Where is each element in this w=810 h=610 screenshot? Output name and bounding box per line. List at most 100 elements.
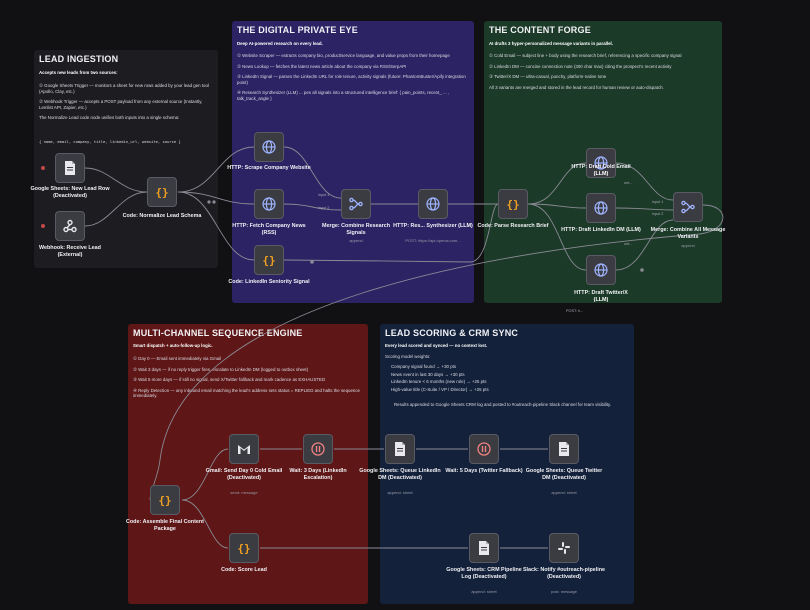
panel-list: ① Website Scraper — extracts company bio…	[237, 53, 469, 107]
list-item: ④ Research Synthesizer (LLM) ... pes all…	[237, 90, 450, 101]
sheet-icon[interactable]	[469, 533, 499, 563]
wire-label: input 1	[318, 193, 330, 197]
list-item: ③ Twitter/X DM — ultra-casual, punchy, p…	[489, 74, 607, 80]
panel-note: The Normalize Lead code node unifies bot…	[39, 115, 180, 121]
llm-tag: (LLM)	[593, 170, 609, 177]
pause-icon[interactable]	[303, 434, 333, 464]
node-label: HTTP: Draft Cold Email(LLM)	[559, 164, 643, 177]
node-label-text: HTTP: Draft LinkedIn DM	[561, 227, 625, 233]
node-subtitle: post: message	[550, 589, 577, 594]
globe-icon[interactable]	[586, 193, 616, 223]
list-item: Company signal found → +30 pts	[391, 364, 457, 369]
wire-label: input 2	[652, 212, 664, 216]
node-label: Slack: Notify #outreach-pipeline (Deacti…	[522, 567, 606, 580]
panel-intro: AI drafts 3 hyper-personalized message v…	[489, 41, 613, 46]
panel-list: ① Cold Email — subject line + body using…	[489, 53, 717, 95]
braces-icon[interactable]: {}	[498, 189, 528, 219]
node-subtitle: send: message	[230, 490, 258, 495]
list-item: ① Cold Email — subject line + body using…	[489, 53, 682, 58]
list-item: ② Wait 3 days — if no reply trigger fire…	[133, 366, 309, 372]
panel-intro: Deep AI-powered research on every lead.	[237, 41, 323, 46]
webhook-icon[interactable]	[55, 211, 85, 241]
globe-icon[interactable]	[254, 189, 284, 219]
node-label: Code: LinkedIn Seniority Signal	[228, 279, 310, 285]
panel-list: ① Day 0 — Email sent immediately via Gma…	[133, 356, 363, 404]
node-subtitle: ont...	[624, 242, 633, 246]
node-label: Code: Assemble Final Content Package	[126, 519, 204, 532]
node-subtitle: append: sheet	[387, 490, 413, 495]
node-label: Code: Score Lead	[221, 567, 267, 573]
list-item: ① Website Scraper — extracts company bio…	[237, 53, 450, 58]
panel-note: Results appended to Google Sheets CRM lo…	[394, 402, 612, 407]
sheet-icon[interactable]	[549, 434, 579, 464]
globe-icon[interactable]	[254, 132, 284, 162]
node-label: Wait: 3 Days (LinkedIn Escalation)	[289, 468, 347, 481]
sheet-icon[interactable]	[55, 153, 85, 183]
node-subtitle: POST: https://api.openai.com...	[405, 238, 461, 243]
node-label: Wait: 5 Days (Twitter Fallback)	[445, 468, 523, 474]
node-label-text: HTTP: Res... Synthesizer	[393, 223, 457, 229]
node-label: Merge: Combine Research Signals	[321, 223, 390, 236]
node-label: HTTP: Draft LinkedIn DM (LLM)	[559, 227, 643, 234]
node-label: Code: Parse Research Brief	[477, 223, 549, 229]
llm-tag: (LLM)	[593, 296, 609, 303]
node-label: HTTP: Res... Synthesizer (LLM)	[391, 223, 475, 230]
wire-label: input 1	[652, 200, 664, 204]
weights-list: Company signal found → +30 pts News even…	[391, 364, 629, 394]
braces-icon[interactable]: {}	[229, 533, 259, 563]
panel-title: THE DIGITAL PRIVATE EYE	[237, 25, 358, 35]
pause-icon[interactable]	[469, 434, 499, 464]
list-item: ① Day 0 — Email sent immediately via Gma…	[133, 356, 222, 361]
list-item: High-value title (C-Suite / VP / Directo…	[391, 386, 489, 392]
panel-title: LEAD SCORING & CRM SYNC	[385, 328, 519, 338]
gmail-icon[interactable]	[229, 434, 259, 464]
node-label: HTTP: Draft Twitter/X(LLM)	[559, 290, 643, 303]
slack-icon[interactable]	[549, 533, 579, 563]
svg-text:{}: {}	[262, 254, 275, 267]
node-label: HTTP: Scrape Company Website	[227, 165, 311, 171]
node-label: Google Sheets: Queue LinkedIn DM (Deacti…	[359, 468, 441, 481]
merge-icon[interactable]	[341, 189, 371, 219]
schema-text: { name, email, company, title, linkedin_…	[39, 139, 181, 144]
node-label: Google Sheets: Queue Twitter DM (Deactiv…	[525, 468, 603, 481]
node-label: HTTP: Fetch Company News (RSS)	[232, 223, 306, 236]
llm-tag: (LLM)	[626, 227, 641, 233]
node-subtitle: append: sheet	[471, 589, 497, 594]
panel-title: LEAD INGESTION	[39, 54, 119, 64]
svg-text:{}: {}	[155, 186, 168, 199]
panel-title: MULTI-CHANNEL SEQUENCE ENGINE	[133, 328, 303, 338]
wire-label: input 2	[318, 206, 330, 210]
sheet-icon[interactable]	[385, 434, 415, 464]
llm-tag: (LLM)	[458, 223, 473, 229]
panel-intro: Smart dispatch + auto-follow-up logic.	[133, 343, 213, 348]
list-item: ① Google Sheets Trigger — monitors a she…	[39, 83, 209, 94]
trigger-indicator	[41, 166, 45, 170]
panel-intro: Accepts new leads from two sources:	[39, 70, 118, 75]
svg-text:{}: {}	[158, 494, 171, 507]
braces-icon[interactable]: {}	[254, 245, 284, 275]
list-item: LinkedIn tenure < 6 months (new role) → …	[391, 379, 487, 385]
globe-icon[interactable]	[586, 148, 616, 178]
node-label: Gmail: Send Day 0 Cold Email (Deactivate…	[205, 468, 283, 481]
node-label-text: HTTP: Draft Cold Email	[571, 164, 631, 170]
braces-icon[interactable]: {}	[150, 485, 180, 515]
node-label: Google Sheets: CRM Pipeline Log (Deactiv…	[446, 567, 522, 580]
panel-title: THE CONTENT FORGE	[489, 25, 591, 35]
list-item: ③ LinkedIn Signal — parses the LinkedIn …	[237, 74, 466, 85]
node-label: Code: Normalize Lead Schema	[122, 213, 202, 219]
list-item: ② Webhook Trigger — accepts a POST paylo…	[39, 99, 203, 110]
globe-icon[interactable]	[418, 189, 448, 219]
list-item: ④ Reply Detection — any inbound email ma…	[133, 387, 360, 399]
svg-text:{}: {}	[506, 198, 519, 211]
node-subtitle: append: sheet	[551, 490, 577, 495]
merge-icon[interactable]	[673, 192, 703, 222]
list-item: ③ Wait 5 more days — if still no signal,…	[133, 377, 326, 383]
panel-intro: Every lead scored and synced — no contex…	[385, 343, 488, 348]
globe-icon[interactable]	[586, 255, 616, 285]
braces-icon[interactable]: {}	[147, 177, 177, 207]
node-subtitle: ont...	[624, 181, 633, 185]
node-label: Google Sheets: New Lead Row (Deactivated…	[30, 186, 110, 199]
panel-list: ① Google Sheets Trigger — monitors a she…	[39, 83, 213, 126]
